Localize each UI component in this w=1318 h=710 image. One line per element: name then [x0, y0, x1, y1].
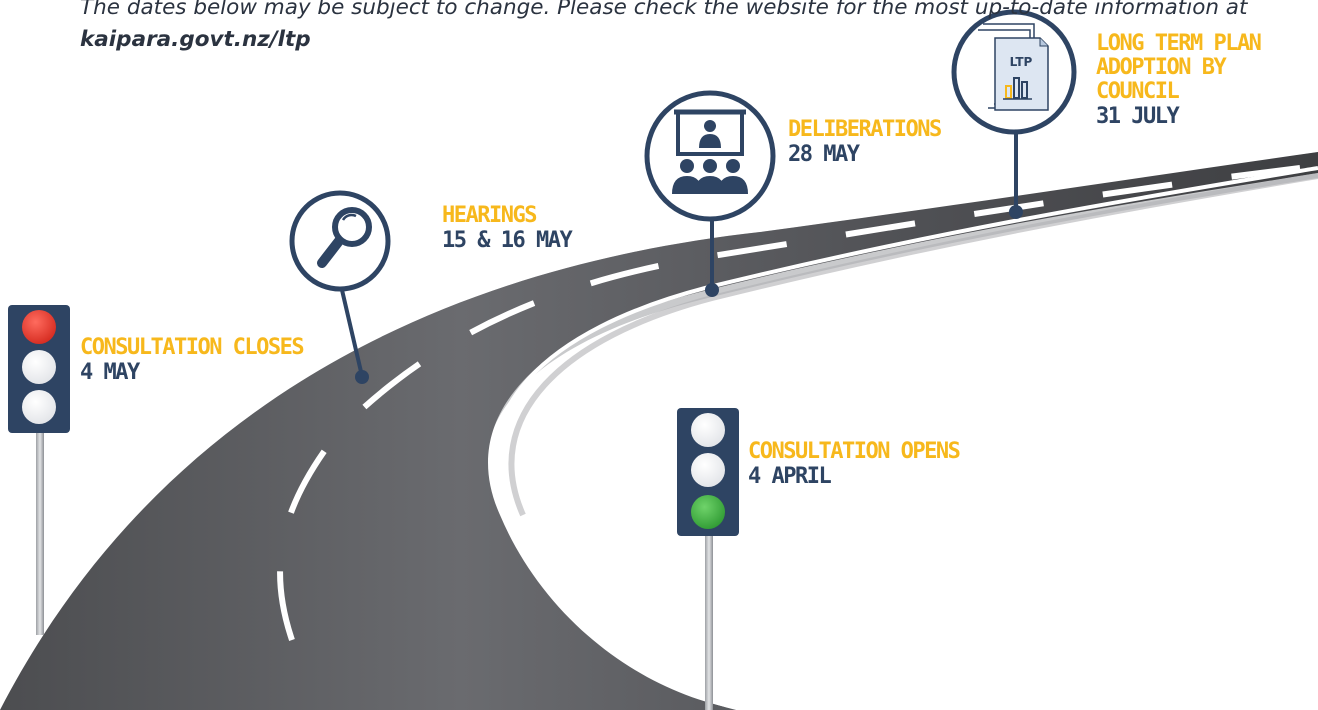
connector-hearings: [340, 289, 369, 384]
deliberations-presentation-icon: [644, 90, 776, 222]
milestone-date: 4 May: [80, 360, 140, 385]
road-surface: [0, 152, 1318, 710]
connector-deliberations: [705, 210, 719, 297]
milestone-title: Consultation closes: [80, 335, 305, 360]
traffic-light-red: [8, 305, 70, 635]
website-link[interactable]: kaipara.govt.nz/ltp: [80, 27, 311, 52]
road-centre-line: [277, 165, 1301, 641]
ltp-document-icon: LTP: [951, 9, 1077, 135]
milestone-consultation-opens: Consultation opens 4 April: [748, 439, 961, 490]
milestone-date: 15 & 16 May: [442, 228, 573, 253]
milestone-date: 28 May: [788, 142, 860, 167]
connector-adoption: [1009, 128, 1023, 219]
milestone-title: Hearings: [442, 203, 537, 228]
milestone-deliberations: Deliberations 28 May: [788, 117, 942, 168]
milestone-title: Long Term Plan adoption by Council: [1096, 31, 1262, 104]
milestone-date: 4 April: [748, 464, 832, 489]
traffic-light-green: [677, 408, 739, 710]
ltp-icon-label: LTP: [1010, 55, 1033, 69]
milestone-title: Deliberations: [788, 117, 942, 142]
milestone-hearings: Hearings 15 & 16 May: [442, 203, 573, 254]
milestone-title: Consultation opens: [748, 439, 961, 464]
intro-text: The dates below may be subject to change…: [80, 0, 1248, 20]
milestone-ltp-adoption: Long Term Plan adoption by Council 31 Ju…: [1096, 32, 1316, 130]
milestone-date: 31 July: [1096, 104, 1180, 129]
road-shoulder: [508, 173, 1318, 517]
milestone-consultation-closes: Consultation closes 4 May: [80, 335, 305, 386]
road-edge-line: [492, 166, 1318, 710]
hearings-magnifier-icon: [289, 190, 391, 292]
intro-note: The dates below may be subject to change…: [80, 0, 1300, 56]
